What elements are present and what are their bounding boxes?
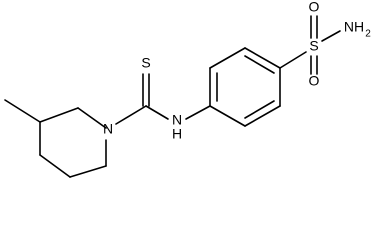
bond-benz-inner-2 (244, 55, 275, 74)
bond-ring-c4-c5 (39, 154, 71, 178)
atom-nh2: NH (344, 19, 364, 35)
atom-nh2-subscript: 2 (365, 29, 371, 40)
atom-sulfur-thione: S (141, 55, 150, 71)
bond-benz-5 (244, 105, 281, 127)
bond-benz-6 (209, 105, 246, 127)
atom-sulfur-sulfonyl: S (309, 38, 318, 54)
bond-benz-3 (244, 47, 281, 69)
molecule-diagram: S N N H S O O NH 2 (4, 0, 371, 178)
atom-oxygen-bottom: O (309, 73, 320, 89)
atom-oxygen-top: O (309, 0, 320, 15)
bond-ring-s (279, 51, 307, 69)
bond-methyl (4, 99, 41, 123)
bond-nh-ring (185, 105, 211, 120)
bond-benz-inner-3 (244, 100, 275, 119)
bond-s-nh2 (321, 30, 341, 42)
bond-ring-n-c2 (77, 107, 107, 129)
bond-n-cs (115, 105, 147, 125)
bond-ring-c5-c6 (69, 165, 107, 178)
structure-canvas: S N N H S O O NH 2 (4, 0, 372, 178)
bond-ring-c2-c3 (39, 107, 79, 123)
bond-benz-2 (209, 47, 246, 69)
atom-nitrogen-nh: N (172, 112, 182, 128)
atom-hydrogen: H (172, 126, 182, 142)
bond-cs-nh (145, 105, 169, 120)
atom-nitrogen-ring: N (103, 121, 113, 137)
